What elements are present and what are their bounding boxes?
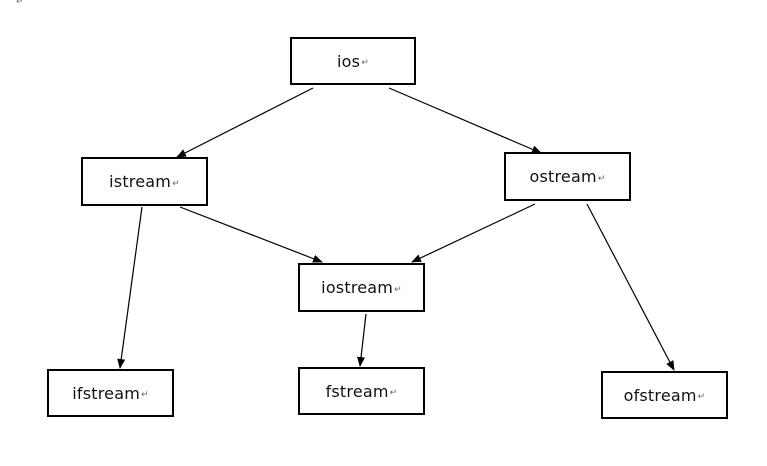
node-label: ofstream [623, 385, 697, 405]
edge-ios-istream [176, 87, 314, 158]
edge-iostream-fstream [357, 313, 367, 367]
node-iostream: iostream↵ [298, 263, 425, 312]
node-label: istream [109, 172, 172, 191]
edge-ostream-ofstream [586, 203, 675, 371]
node-ofstream: ofstream↵ [601, 371, 728, 419]
node-ostream: ostream↵ [504, 152, 631, 201]
paragraph-mark: ↵ [597, 173, 606, 184]
paragraph-mark: ↵ [16, 0, 24, 7]
edge-istream-iostream [179, 206, 323, 263]
node-label: ifstream [72, 383, 140, 403]
edge-istream-ifstream [117, 206, 143, 369]
node-label: fstream [325, 381, 389, 401]
node-ifstream: ifstream↵ [47, 369, 174, 417]
node-label: ostream [529, 167, 597, 186]
node-istream: istream↵ [81, 157, 208, 206]
node-ios: ios↵ [290, 37, 416, 85]
node-label: iostream [321, 278, 394, 297]
paragraph-mark: ↵ [361, 58, 369, 68]
paragraph-mark: ↵ [394, 284, 402, 295]
paragraph-mark: ↵ [697, 392, 706, 402]
paragraph-mark: ↵ [389, 388, 398, 398]
node-fstream: fstream↵ [298, 367, 425, 415]
edge-ios-ostream [388, 87, 542, 154]
node-label: ios [337, 51, 361, 71]
paragraph-mark: ↵ [141, 390, 149, 400]
paragraph-mark: ↵ [172, 178, 180, 189]
edge-ostream-iostream [411, 203, 536, 263]
